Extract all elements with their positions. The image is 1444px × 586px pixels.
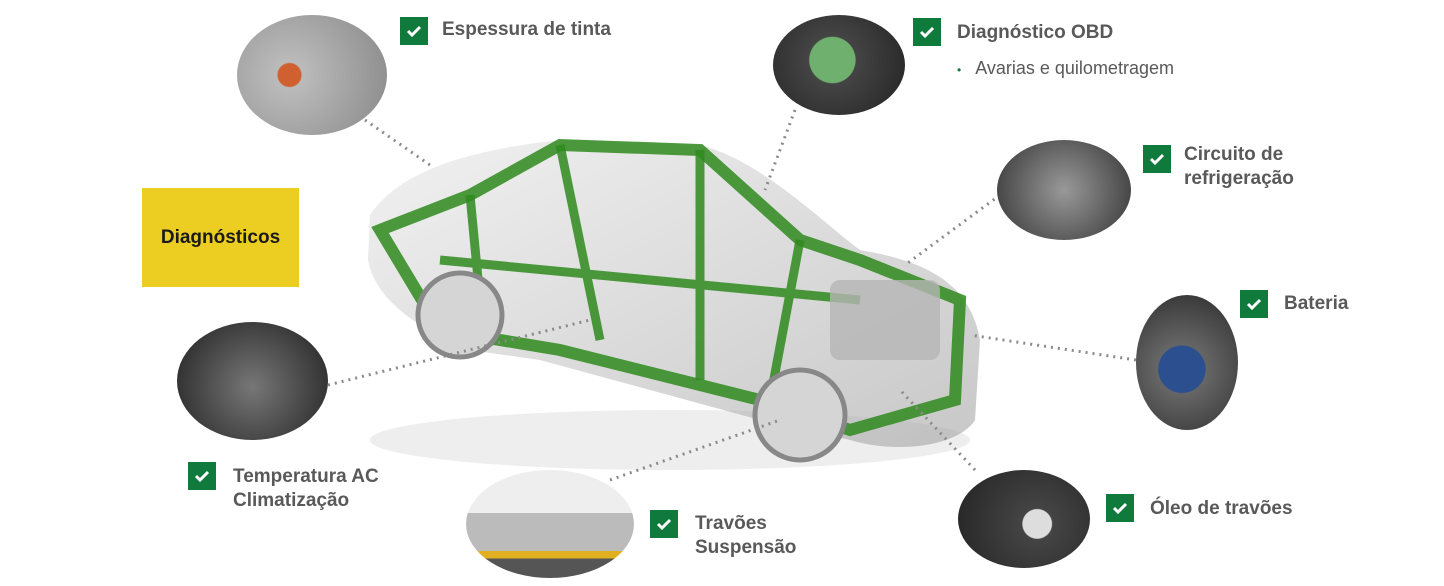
label-battery: Bateria [1284,293,1349,314]
check-icon [188,462,216,490]
obd-photo [773,15,905,115]
label-line: Temperatura AC [233,466,379,487]
check-icon [913,18,941,46]
label-line: Travões [695,513,767,534]
title-box: Diagnósticos [142,188,299,287]
label-line: Circuito de [1184,144,1284,165]
brakes-photo [466,470,634,578]
check-icon [400,17,428,45]
check-icon [650,510,678,538]
label-paint-thickness: Espessura de tinta [442,19,611,40]
car-illustration [368,138,980,470]
check-icon [1143,145,1171,173]
bullet-text: Avarias e quilometragem [975,58,1174,78]
label-ac: Temperatura AC Climatização [233,465,379,513]
paint-thickness-photo [237,15,387,135]
battery-photo [1136,295,1238,430]
label-line: Climatização [233,490,350,511]
cooling-photo [997,140,1131,240]
label-obd: Diagnóstico OBD [957,22,1114,43]
label-cooling: Circuito de refrigeração [1184,143,1294,191]
brake-fluid-photo [958,470,1090,568]
label-line: refrigeração [1184,168,1294,189]
label-line: Suspensão [695,537,797,558]
bullet-obd: •Avarias e quilometragem [957,58,1174,78]
ac-photo [177,322,328,440]
label-brake-fluid: Óleo de travões [1150,498,1293,519]
check-icon [1106,494,1134,522]
check-icon [1240,290,1268,318]
